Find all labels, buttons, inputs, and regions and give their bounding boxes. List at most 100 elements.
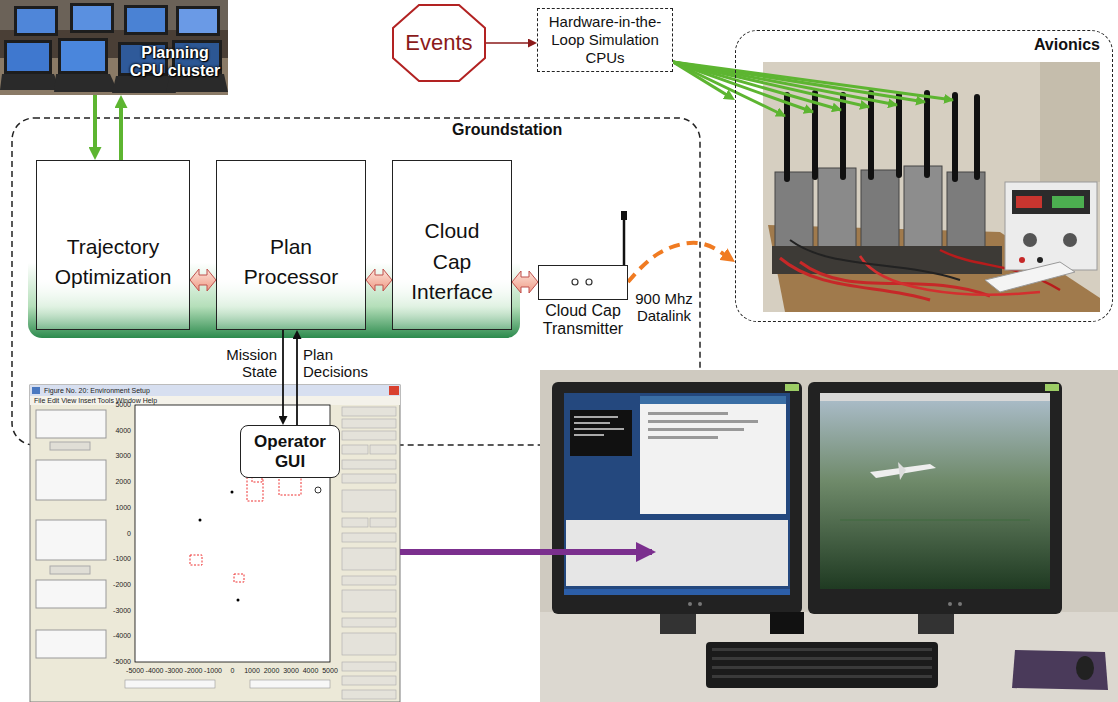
laptop-photo-part [0, 74, 60, 90]
avionics-photo-part [924, 90, 930, 178]
node-text: Cloud Cap Interface [403, 216, 501, 307]
operator-gui-screenshot-part [342, 576, 396, 585]
screen-label: -4000 [113, 632, 131, 640]
operator-gui-screenshot-part [342, 490, 396, 512]
connector-arrow [486, 42, 530, 44]
screen-label: 3000 [115, 452, 131, 460]
avionics-photo-part [1037, 257, 1043, 263]
screen-label: 1000 [244, 667, 260, 675]
lab-monitors-photo-part [640, 396, 786, 514]
laptop-photo-part [61, 41, 105, 71]
operator-gui-screenshot-part [36, 460, 106, 500]
laptop-photo-part [179, 9, 217, 33]
screen-label: -1000 [113, 555, 131, 563]
lab-monitors-photo-part [574, 428, 624, 430]
axis-tick: 2000 [264, 667, 280, 675]
operator-gui-screenshot-part [342, 445, 368, 454]
operator-gui-screenshot-part [342, 431, 396, 440]
screen-label: 5000 [322, 667, 338, 675]
lab-monitors-photo-part [820, 393, 1050, 401]
lab-monitors-photo-part [648, 436, 718, 439]
connector-arrow [93, 95, 97, 150]
lab-monitors-photo-part [564, 589, 790, 595]
avionics-photo-part [1012, 190, 1090, 214]
operator-gui-screenshot-part [389, 386, 399, 395]
connector-arrow [119, 105, 123, 160]
lab-monitors-photo-part [712, 675, 932, 678]
avionics-photo-part [763, 62, 1100, 312]
axis-tick: -5000 [113, 658, 131, 666]
avionics-photo-part [947, 172, 985, 254]
avionics-photo-part [974, 94, 980, 180]
simulation-fan-arrows [673, 62, 953, 116]
axis-tick: 5000 [322, 667, 338, 675]
avionics-photo-part [1019, 257, 1025, 263]
avionics-photo-part [1052, 196, 1084, 208]
avionics-photo-part [1005, 182, 1097, 270]
lab-monitors-photo-part [574, 422, 610, 424]
axis-tick: 0 [127, 530, 131, 538]
double-arrow [512, 271, 538, 293]
groundstation-panel-part [28, 140, 520, 338]
node-text: Groundstation [452, 121, 562, 139]
screen-label: 0 [231, 667, 235, 675]
edge-label: Plan Decisions [302, 346, 376, 381]
laptop-photo-part [7, 43, 49, 71]
lab-monitors-photo-part [706, 642, 938, 688]
operator-gui-screenshot-part [342, 590, 396, 612]
laptop-photo-part [58, 38, 108, 74]
node-text: Events [405, 30, 472, 56]
node-text: Avionics [736, 36, 1100, 54]
avionics-photo-part [840, 92, 846, 180]
node-text: Operator GUI [247, 432, 333, 471]
operator-gui-screenshot-part [32, 387, 40, 394]
transmitter-antenna [621, 211, 627, 265]
avionics-photo-part [1023, 233, 1037, 247]
operator-gui-screenshot-part [36, 630, 106, 658]
edge-label: Mission State [216, 346, 278, 381]
screen-label: -5000 [126, 667, 144, 675]
lab-monitors-photo-part [820, 393, 1050, 589]
simulation-fan-arrows-part [673, 62, 953, 100]
edge-label: Plan Decisions [302, 346, 376, 381]
lab-monitors-photo-part [552, 382, 802, 614]
lab-monitors-photo-part [574, 434, 604, 436]
lab-monitors-photo-part [648, 412, 728, 415]
screen-label: -3000 [165, 667, 183, 675]
node-text: Trajectory Optimization [47, 232, 179, 293]
operator-gui-screenshot-part [342, 533, 396, 542]
operator-gui-screenshot-part [342, 518, 368, 527]
connector-arrow [673, 62, 727, 95]
operator-gui-screenshot-part [36, 580, 106, 608]
axis-tick: -1000 [204, 667, 222, 675]
operator-gui-screenshot-part [231, 491, 234, 494]
laptop-photo [0, 0, 228, 95]
edge-label: Mission State [216, 346, 278, 381]
laptop-photo-part [176, 6, 220, 36]
screen-label: -1000 [204, 667, 222, 675]
lab-monitors-photo-part [712, 648, 932, 651]
connector-arrow [296, 337, 298, 425]
axis-tick: -4000 [146, 667, 164, 675]
transmitter-box [539, 266, 627, 299]
operator-gui-screenshot-part [342, 676, 396, 685]
avionics-photo-part [1063, 233, 1077, 247]
lab-monitors-photo-part [648, 420, 758, 423]
screen-label: 0 [127, 530, 131, 538]
screen-label: Figure No. 20: Environment Setup [44, 387, 150, 395]
axis-tick: 4000 [115, 427, 131, 435]
laptop-photo-part [4, 40, 52, 74]
axis-tick: 3000 [283, 667, 299, 675]
process-box: Cloud Cap Interface [392, 160, 512, 330]
avionics-photo-part [818, 168, 856, 254]
lab-monitors-photo-part [808, 382, 1062, 614]
operator-gui-screenshot-part [36, 520, 106, 560]
operator-gui-screenshot-part [125, 680, 215, 688]
operator-gui-screenshot-part [342, 460, 396, 469]
axis-tick: 4000 [303, 667, 319, 675]
avionics-photo-part [790, 240, 960, 280]
screen-label: 4000 [115, 427, 131, 435]
operator-gui-screenshot-part [234, 574, 244, 582]
